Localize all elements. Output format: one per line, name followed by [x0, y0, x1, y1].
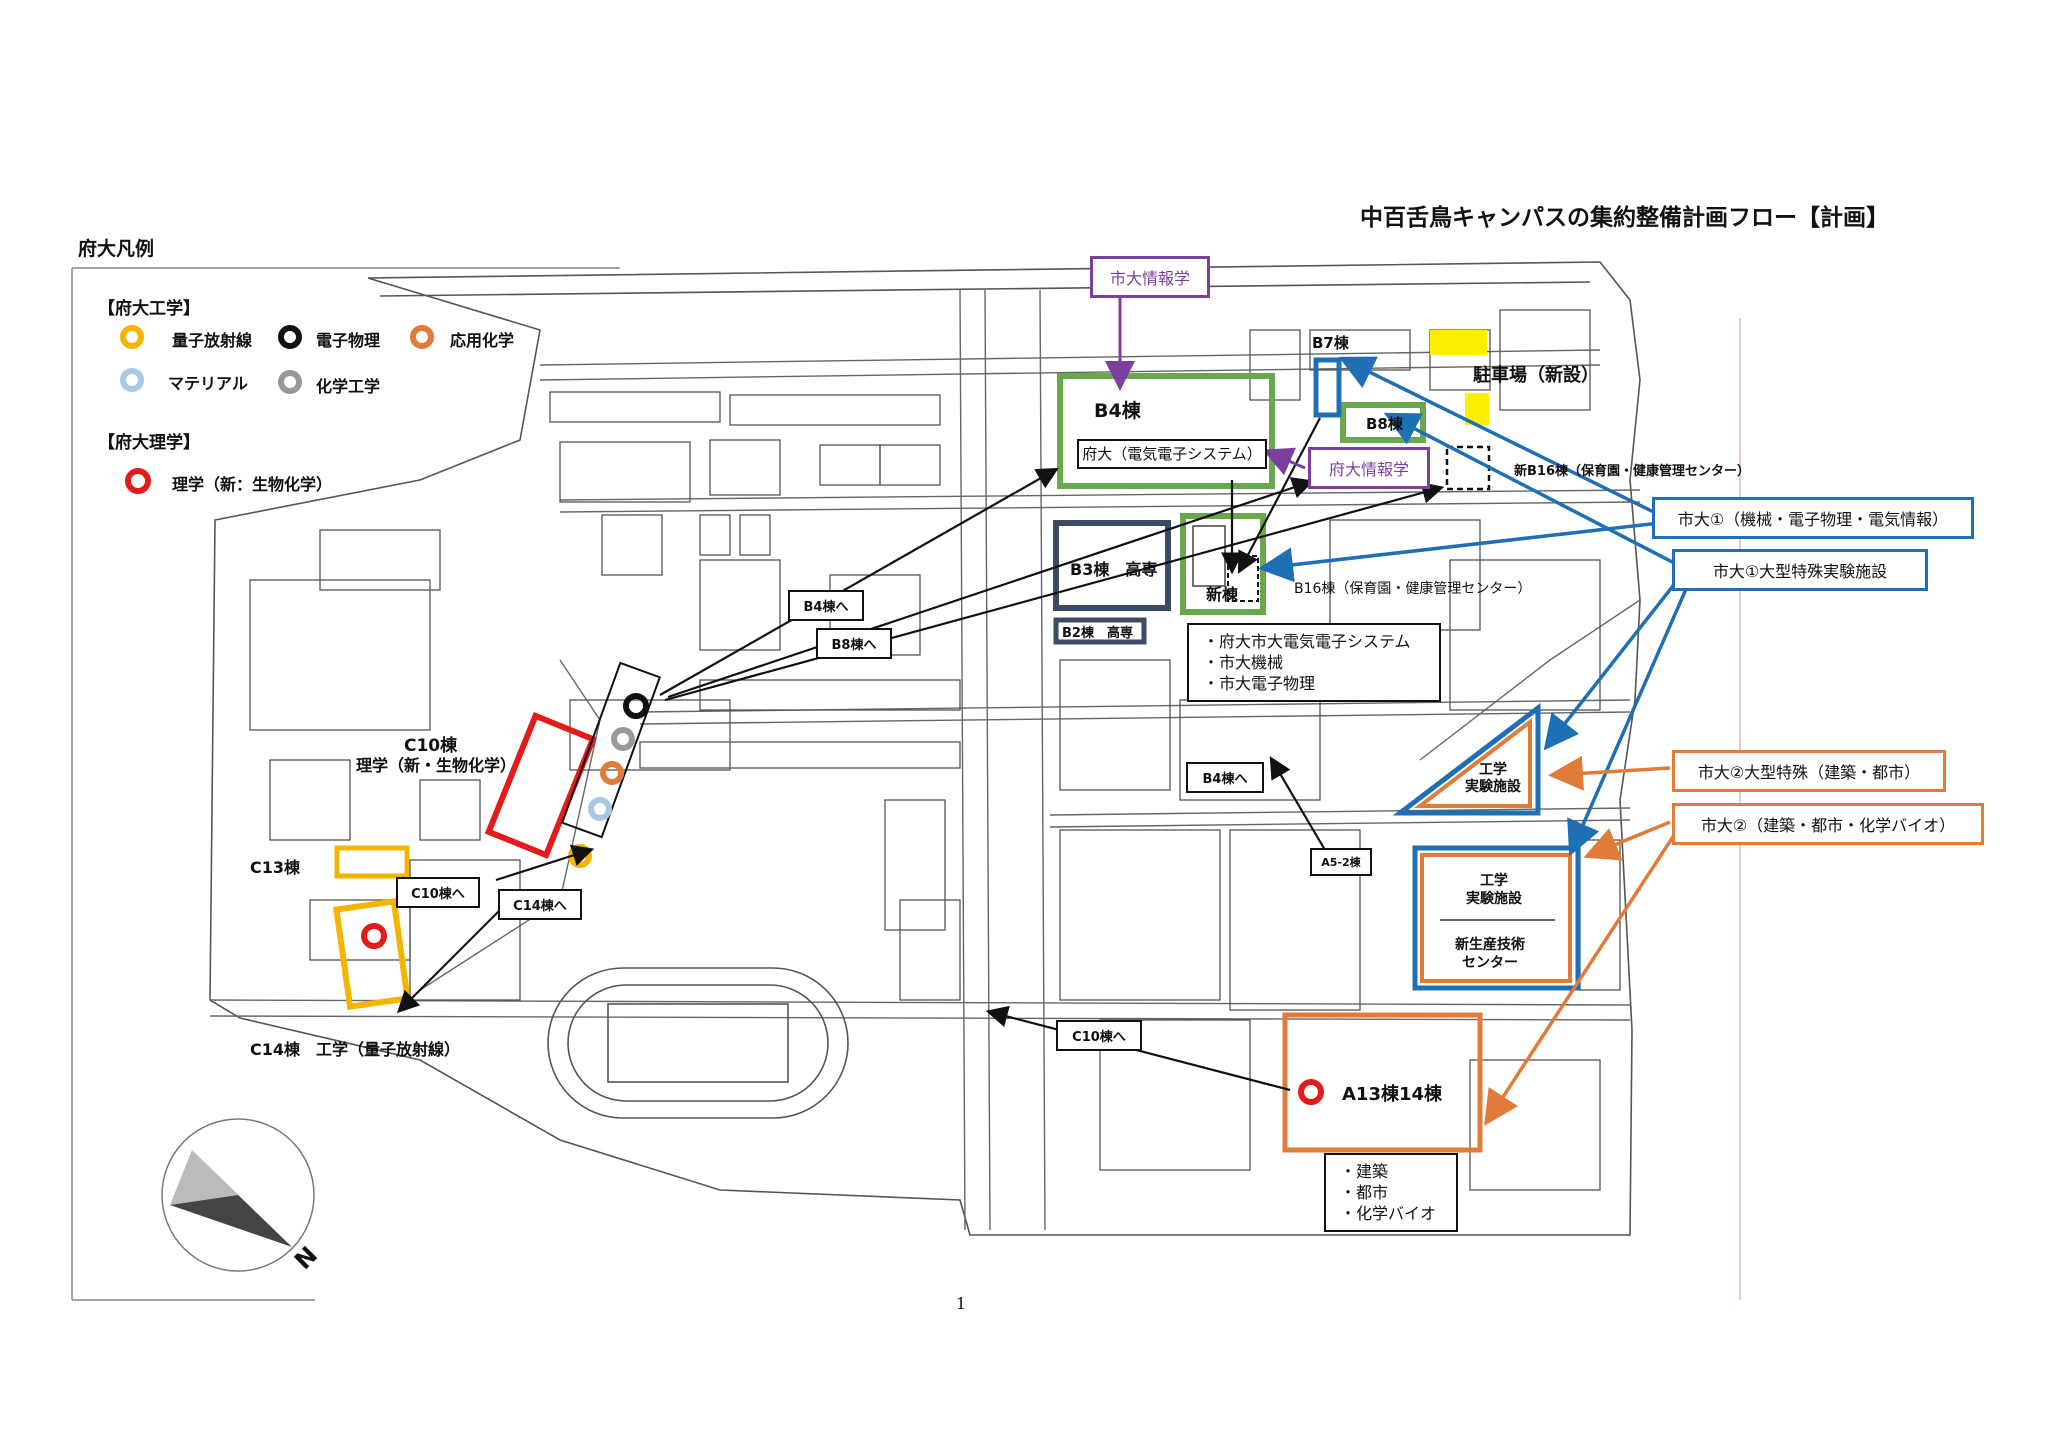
legend-science-header: 【府大理学】	[98, 433, 200, 453]
marker-chem-eng	[611, 727, 635, 751]
legend-marker-electron	[278, 325, 302, 349]
marker-science-c14	[361, 923, 387, 949]
legend-label-applied-chem: 応用化学	[450, 331, 515, 350]
b3-highlight	[1053, 520, 1171, 611]
callout-city-info-top: 市大情報学	[1090, 256, 1210, 298]
eng-lab-1-highlight	[1392, 702, 1541, 816]
eng-lab-1-inner	[1414, 717, 1532, 808]
b4-highlight	[1057, 373, 1275, 489]
label-b16: B16棟（保育園・健康管理センター）	[1294, 581, 1532, 597]
c13-highlight	[334, 845, 410, 879]
label-a5-2: A5-2棟	[1310, 848, 1372, 876]
label-c14: C14棟 工学（量子放射線）	[250, 1040, 461, 1059]
arrow-label-to-c10-2: C10棟へ	[1056, 1020, 1142, 1051]
tenant-item: ・府大市大電気電子システム	[1203, 632, 1411, 651]
label-eng-lab-2: 工学 実験施設	[1466, 873, 1522, 907]
label-b16-new: 新B16棟（保育園・健康管理センター）	[1514, 464, 1750, 479]
c14-highlight	[333, 898, 411, 1010]
c10-highlight	[484, 711, 597, 859]
a13-14-highlight	[1282, 1012, 1483, 1153]
legend-marker-material	[120, 368, 144, 392]
arrow-label-to-c14: C14棟へ	[498, 889, 582, 920]
label-b8: B8棟	[1366, 415, 1403, 433]
callout-city2-main: 市大②（建築・都市・化学バイオ）	[1672, 803, 1984, 845]
marker-applied-chem	[600, 761, 624, 785]
legend-marker-science	[125, 468, 151, 494]
tenant-item: ・都市	[1340, 1183, 1389, 1202]
eng-lab-2-inner	[1420, 853, 1572, 983]
compass-rose	[161, 1118, 315, 1272]
legend-label-electron: 電子物理	[316, 331, 381, 350]
eng-lab-2-highlight	[1412, 845, 1581, 991]
label-b3: B3棟 高専	[1070, 560, 1158, 579]
arrow-label-to-b4-2: B4棟へ	[1186, 762, 1264, 793]
marker-electron	[623, 693, 649, 719]
callout-city1-main: 市大①（機械・電子物理・電気情報）	[1652, 497, 1974, 539]
new-building-hatch	[1192, 525, 1226, 587]
legend-label-material: マテリアル	[168, 374, 248, 393]
label-b7: B7棟	[1312, 334, 1349, 352]
building-blocks	[249, 309, 1621, 1191]
tenant-item: ・建築	[1340, 1162, 1389, 1181]
marker-science-a13	[1298, 1079, 1324, 1105]
parking-block-1	[1430, 330, 1487, 355]
label-new-building: 新棟	[1206, 585, 1239, 604]
legend-markers	[120, 325, 434, 494]
c9-outline	[560, 661, 662, 839]
tenant-item: ・化学バイオ	[1340, 1204, 1437, 1223]
tenant-item: ・市大電子物理	[1203, 674, 1316, 693]
label-c10-sub: 理学（新・生物化学）	[356, 756, 517, 775]
blue-arrows	[1258, 356, 1692, 857]
track-field	[547, 967, 849, 1119]
legend-marker-quantum	[120, 325, 144, 349]
label-c13: C13棟	[250, 858, 301, 877]
arrow-label-to-b4-1: B4棟へ	[788, 590, 864, 621]
marker-material	[588, 797, 612, 821]
page-number: 1	[956, 1294, 967, 1313]
callout-fudai-info: 府大情報学	[1308, 447, 1430, 489]
b16-new-outline	[1445, 445, 1491, 491]
legend-label-science: 理学（新：生物化学）	[172, 475, 333, 494]
tenant-item: ・市大機械	[1203, 653, 1284, 672]
legend-title: 府大凡例	[78, 238, 155, 260]
legend-frame	[71, 267, 620, 1301]
legend-label-chem-eng: 化学工学	[316, 377, 381, 396]
arrow-label-to-c10-1: C10棟へ	[396, 877, 480, 908]
label-b4: B4棟	[1094, 400, 1141, 422]
legend-marker-applied-chem	[410, 325, 434, 349]
callout-city2-special: 市大②大型特殊（建築・都市）	[1672, 750, 1946, 792]
label-a13-14: A13棟14棟	[1342, 1084, 1443, 1105]
new-building-tenants-list: ・府大市大電気電子システム ・市大機械 ・市大電子物理	[1187, 623, 1441, 702]
arrow-label-to-b8: B8棟へ	[816, 628, 892, 659]
label-parking: 駐車場（新設）	[1473, 365, 1599, 386]
legend-label-quantum: 量子放射線	[172, 331, 253, 350]
label-new-prod-center: 新生産技術 センター	[1455, 937, 1525, 971]
legend-marker-chem-eng	[278, 370, 302, 394]
label-c10: C10棟	[404, 736, 458, 756]
b8-highlight	[1340, 402, 1426, 443]
orange-arrows	[1484, 755, 1682, 1126]
purple-arrows	[1105, 298, 1306, 476]
callout-city1-special: 市大①大型特殊実験施設	[1672, 549, 1928, 591]
a13-tenants-list: ・建築 ・都市 ・化学バイオ	[1324, 1153, 1458, 1232]
black-arrows	[396, 417, 1445, 1092]
campus-roads	[209, 289, 1641, 1231]
legend-engineering-header: 【府大工学】	[98, 299, 200, 319]
page-title: 中百舌鳥キャンパスの集約整備計画フロー【計画】	[1360, 205, 1889, 231]
b2-highlight	[1053, 617, 1147, 645]
label-eng-lab-1: 工学 実験施設	[1465, 762, 1521, 795]
new-building-dashed	[1227, 555, 1259, 602]
label-b4-dept: 府大（電気電子システム）	[1077, 439, 1267, 469]
label-b2: B2棟 高専	[1062, 626, 1133, 641]
